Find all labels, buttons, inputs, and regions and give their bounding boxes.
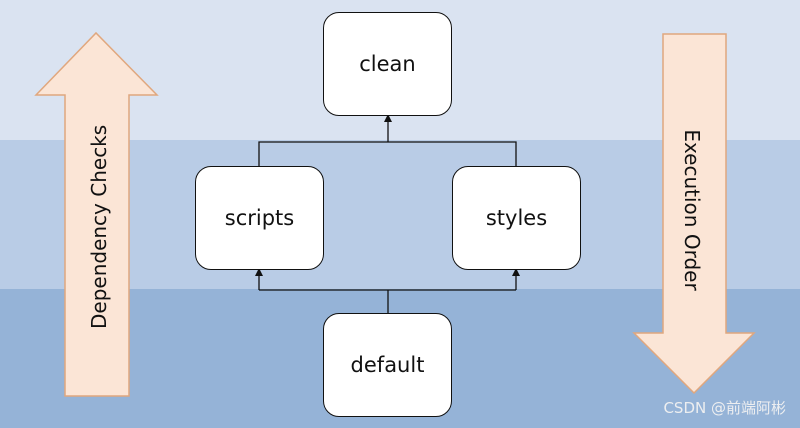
execution-order-label: Execution Order	[680, 129, 704, 291]
watermark: CSDN @前端阿彬	[663, 399, 786, 417]
node-styles: styles	[452, 166, 581, 270]
connector-to-clean	[258, 114, 517, 166]
node-default: default	[323, 313, 452, 417]
execution-order-arrow	[632, 33, 756, 395]
node-scripts: scripts	[195, 166, 324, 270]
dependency-checks-label: Dependency Checks	[87, 124, 111, 329]
connector-from-default	[255, 268, 520, 313]
dependency-checks-arrow	[34, 31, 159, 397]
node-clean: clean	[323, 12, 452, 116]
